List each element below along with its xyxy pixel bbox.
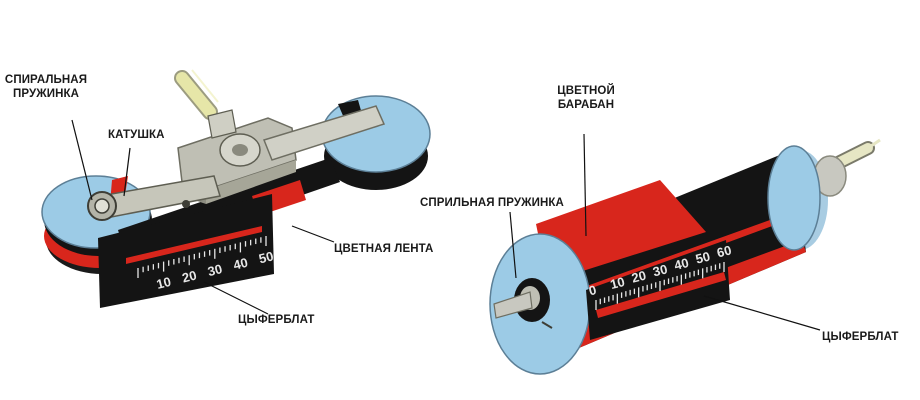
dial-number: 20 (180, 268, 198, 286)
leader-reel (123, 147, 131, 197)
label-spiral-spring-left-line2: ПРУЖИНКА (12, 88, 80, 100)
dial-number: 30 (651, 261, 669, 279)
dial-right-ticks (595, 262, 725, 310)
dial-left-numbers: 10 20 30 40 50 (155, 248, 275, 292)
cable-left (174, 69, 219, 120)
dial-number: 60 (715, 242, 733, 260)
left-device: 10 20 30 40 50 (41, 69, 431, 308)
dial-number: 30 (206, 261, 224, 279)
leader-drum (583, 133, 587, 237)
leader-spiral-spring-left (71, 119, 93, 201)
label-spiral-spring-left-line1: СПИРАЛЬНАЯ (4, 74, 88, 86)
label-colored-drum-line2: БАРАБАН (557, 99, 615, 111)
leader-dial-left (203, 281, 269, 315)
label-reel: КАТУШКА (108, 129, 165, 141)
leader-spiral-spring-right (509, 211, 517, 279)
label-colored-drum: ЦВЕТНОЙ БАРАБАН (546, 84, 626, 112)
dial-number: 0 (587, 282, 598, 298)
leader-tape (291, 225, 335, 243)
dial-left: 10 20 30 40 50 (98, 194, 275, 308)
drum-near-face (489, 233, 591, 375)
dial-number: 50 (257, 248, 275, 266)
label-dial-left: ЦЫФЕРБЛАТ (238, 314, 315, 326)
label-dial-right: ЦЫФЕРБЛАТ (822, 331, 899, 343)
dial-left-ticks (137, 236, 267, 278)
label-spiral-spring-right: СПРИЛЬНАЯ ПРУЖИНКА (420, 197, 564, 209)
dial-number: 10 (609, 274, 627, 292)
leader-dial-right (703, 295, 821, 331)
reel-arm (87, 175, 221, 221)
dial-number: 20 (630, 268, 648, 286)
label-spiral-spring-left: СПИРАЛЬНАЯ ПРУЖИНКА (0, 73, 92, 101)
dial-number: 50 (694, 249, 712, 267)
dial-number: 40 (232, 255, 250, 273)
label-colored-drum-line1: ЦВЕТНОЙ (557, 85, 615, 97)
leader-lines (71, 119, 821, 331)
dial-number: 10 (155, 274, 173, 292)
label-colored-tape: ЦВЕТНАЯ ЛЕНТА (334, 243, 434, 255)
dial-number: 40 (673, 255, 691, 273)
